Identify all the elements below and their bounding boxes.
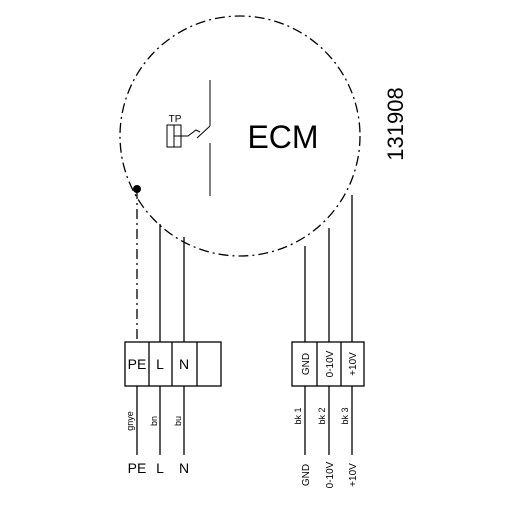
- wire-color-10v: bk 3: [340, 407, 350, 424]
- control-terminal-0-10v: 0-10V: [325, 350, 336, 377]
- control-terminal-10v: +10V: [348, 352, 359, 376]
- output-label-l: L: [156, 460, 164, 476]
- output-label-gnd: GND: [301, 464, 312, 486]
- wire-color-l: bn: [149, 416, 159, 426]
- drawing-code: 131908: [383, 87, 408, 160]
- wire-color-pe: gnye: [125, 411, 135, 431]
- mains-output-labels: PE L N: [128, 460, 189, 476]
- wire-color-0-10v: bk 2: [317, 407, 327, 424]
- wire-color-n: bu: [173, 416, 183, 426]
- control-wire-colors: bk 1 bk 2 bk 3: [293, 407, 350, 424]
- pe-earth-wire: [133, 185, 141, 342]
- thermal-protector-symbol: TP: [166, 80, 211, 196]
- mains-terminal-block: PE L N: [124, 341, 222, 387]
- control-terminal-gnd: GND: [301, 353, 312, 375]
- wire-color-gnd: bk 1: [293, 407, 303, 424]
- mains-wire-colors: gnye bn bu: [125, 411, 183, 431]
- control-output-labels: GND 0-10V +10V: [301, 461, 359, 488]
- output-label-0-10v: 0-10V: [325, 461, 336, 488]
- output-label-10v: +10V: [348, 463, 359, 487]
- output-label-n: N: [179, 460, 189, 476]
- mains-terminal-pe: PE: [128, 356, 147, 372]
- motor-housing-outline: [119, 15, 361, 257]
- control-terminal-block: GND 0-10V +10V: [291, 341, 365, 387]
- mains-terminal-n: N: [179, 356, 189, 372]
- output-label-pe: PE: [128, 460, 147, 476]
- motor-label: ECM: [247, 119, 318, 155]
- thermal-protector-label: TP: [169, 114, 182, 125]
- mains-terminal-l: L: [156, 356, 164, 372]
